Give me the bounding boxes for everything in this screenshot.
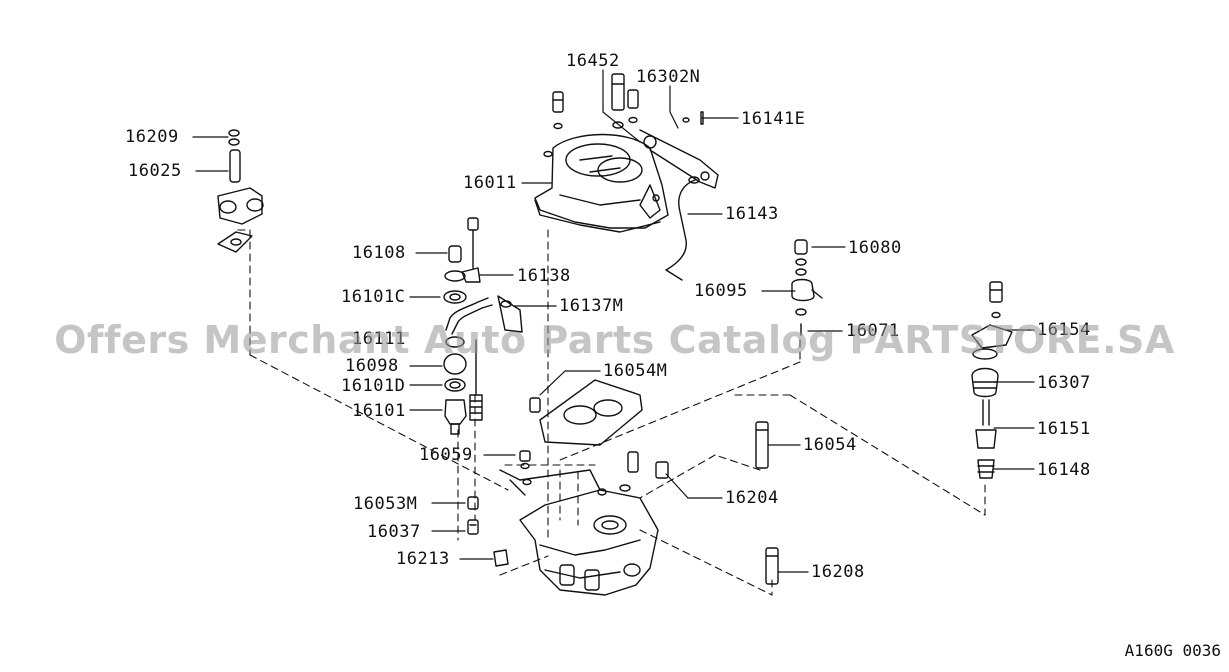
leader-lines (192, 69, 1035, 573)
part-label-16053M: 16053M (353, 494, 418, 514)
dashed-alignment-lines (237, 229, 986, 596)
part-label-16208: 16208 (811, 562, 865, 582)
gasket-16054M (529, 379, 643, 446)
part-label-16143: 16143 (725, 204, 779, 224)
mid-left-parts (443, 217, 523, 435)
part-label-16302N: 16302N (636, 67, 701, 87)
carburetor-main-body (499, 451, 669, 596)
part-label-16204: 16204 (725, 488, 779, 508)
part-label-16209: 16209 (125, 127, 179, 147)
part-label-16307: 16307 (1037, 373, 1091, 393)
part-label-16025: 16025 (128, 161, 182, 181)
part-label-16080: 16080 (848, 238, 902, 258)
part-label-16148: 16148 (1037, 460, 1091, 480)
right-pump-parts (791, 239, 823, 336)
part-label-16071: 16071 (846, 321, 900, 341)
part-label-16054M: 16054M (603, 361, 668, 381)
part-label-16101C: 16101C (341, 287, 406, 307)
figure-code: A160G 0036 (1124, 641, 1221, 660)
part-label-16452: 16452 (566, 51, 620, 71)
part-label-16213: 16213 (396, 549, 450, 569)
part-label-16138: 16138 (517, 266, 571, 286)
part-label-16098: 16098 (345, 356, 399, 376)
part-label-16054: 16054 (803, 435, 857, 455)
part-label-16154: 16154 (1037, 320, 1091, 340)
watermark-text: Offers Merchant Auto Parts Catalog PARTS… (54, 318, 1175, 362)
part-label-16095: 16095 (694, 281, 748, 301)
part-label-16101D: 16101D (341, 376, 406, 396)
part-label-16108: 16108 (352, 243, 406, 263)
left-bracket-group (217, 129, 264, 253)
part-label-16137M: 16137M (559, 296, 624, 316)
right-diaphragm-stack (971, 281, 1013, 479)
top-cover-group (534, 73, 719, 233)
part-label-16011: 16011 (463, 173, 517, 193)
part-label-16059: 16059 (419, 445, 473, 465)
part-label-16141E: 16141E (741, 109, 806, 129)
choke-rod (665, 176, 700, 281)
part-label-16151: 16151 (1037, 419, 1091, 439)
part-label-16111: 16111 (352, 329, 406, 349)
small-hardware (467, 421, 779, 585)
part-label-16101: 16101 (352, 401, 406, 421)
part-label-16037: 16037 (367, 522, 421, 542)
